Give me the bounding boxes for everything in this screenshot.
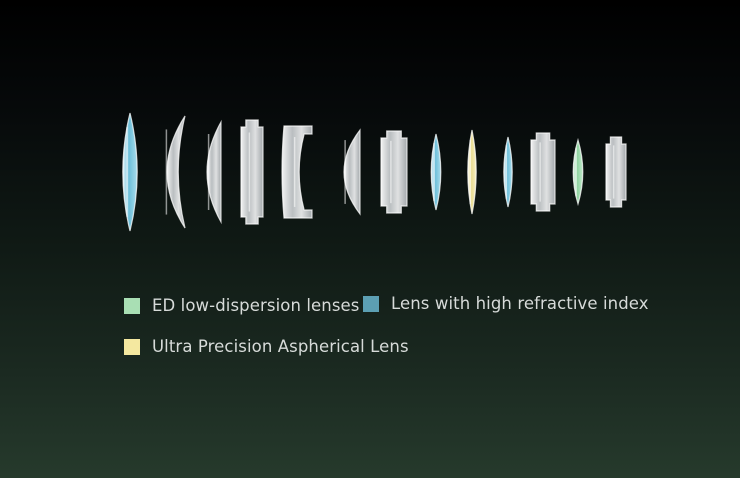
lens-element xyxy=(467,129,477,215)
hri-color-swatch xyxy=(363,295,379,312)
lens-element xyxy=(343,128,361,216)
lens-element xyxy=(122,112,138,232)
lens-element xyxy=(165,115,186,229)
lens-element xyxy=(430,133,442,211)
legend-item-ultra-precision-aspherical: Ultra Precision Aspherical Lens xyxy=(124,337,409,356)
lens-element xyxy=(605,136,627,208)
lens-element xyxy=(380,130,408,214)
lens-element xyxy=(572,137,584,207)
legend-label-upa: Ultra Precision Aspherical Lens xyxy=(152,337,409,356)
legend-label-ed: ED low-dispersion lenses xyxy=(152,296,360,315)
lens-elements-illustration xyxy=(122,112,627,232)
lens-element xyxy=(281,125,313,219)
lens-element xyxy=(206,119,222,225)
ed-color-swatch xyxy=(124,297,140,314)
lens-element xyxy=(530,132,556,212)
upa-color-swatch xyxy=(124,338,140,355)
legend-label-hri: Lens with high refractive index xyxy=(391,294,649,313)
legend-item-high-refractive-index: Lens with high refractive index xyxy=(363,294,649,313)
lens-element xyxy=(503,136,513,208)
legend-item-ed-low-dispersion: ED low-dispersion lenses xyxy=(124,296,359,315)
lens-element xyxy=(240,119,264,225)
